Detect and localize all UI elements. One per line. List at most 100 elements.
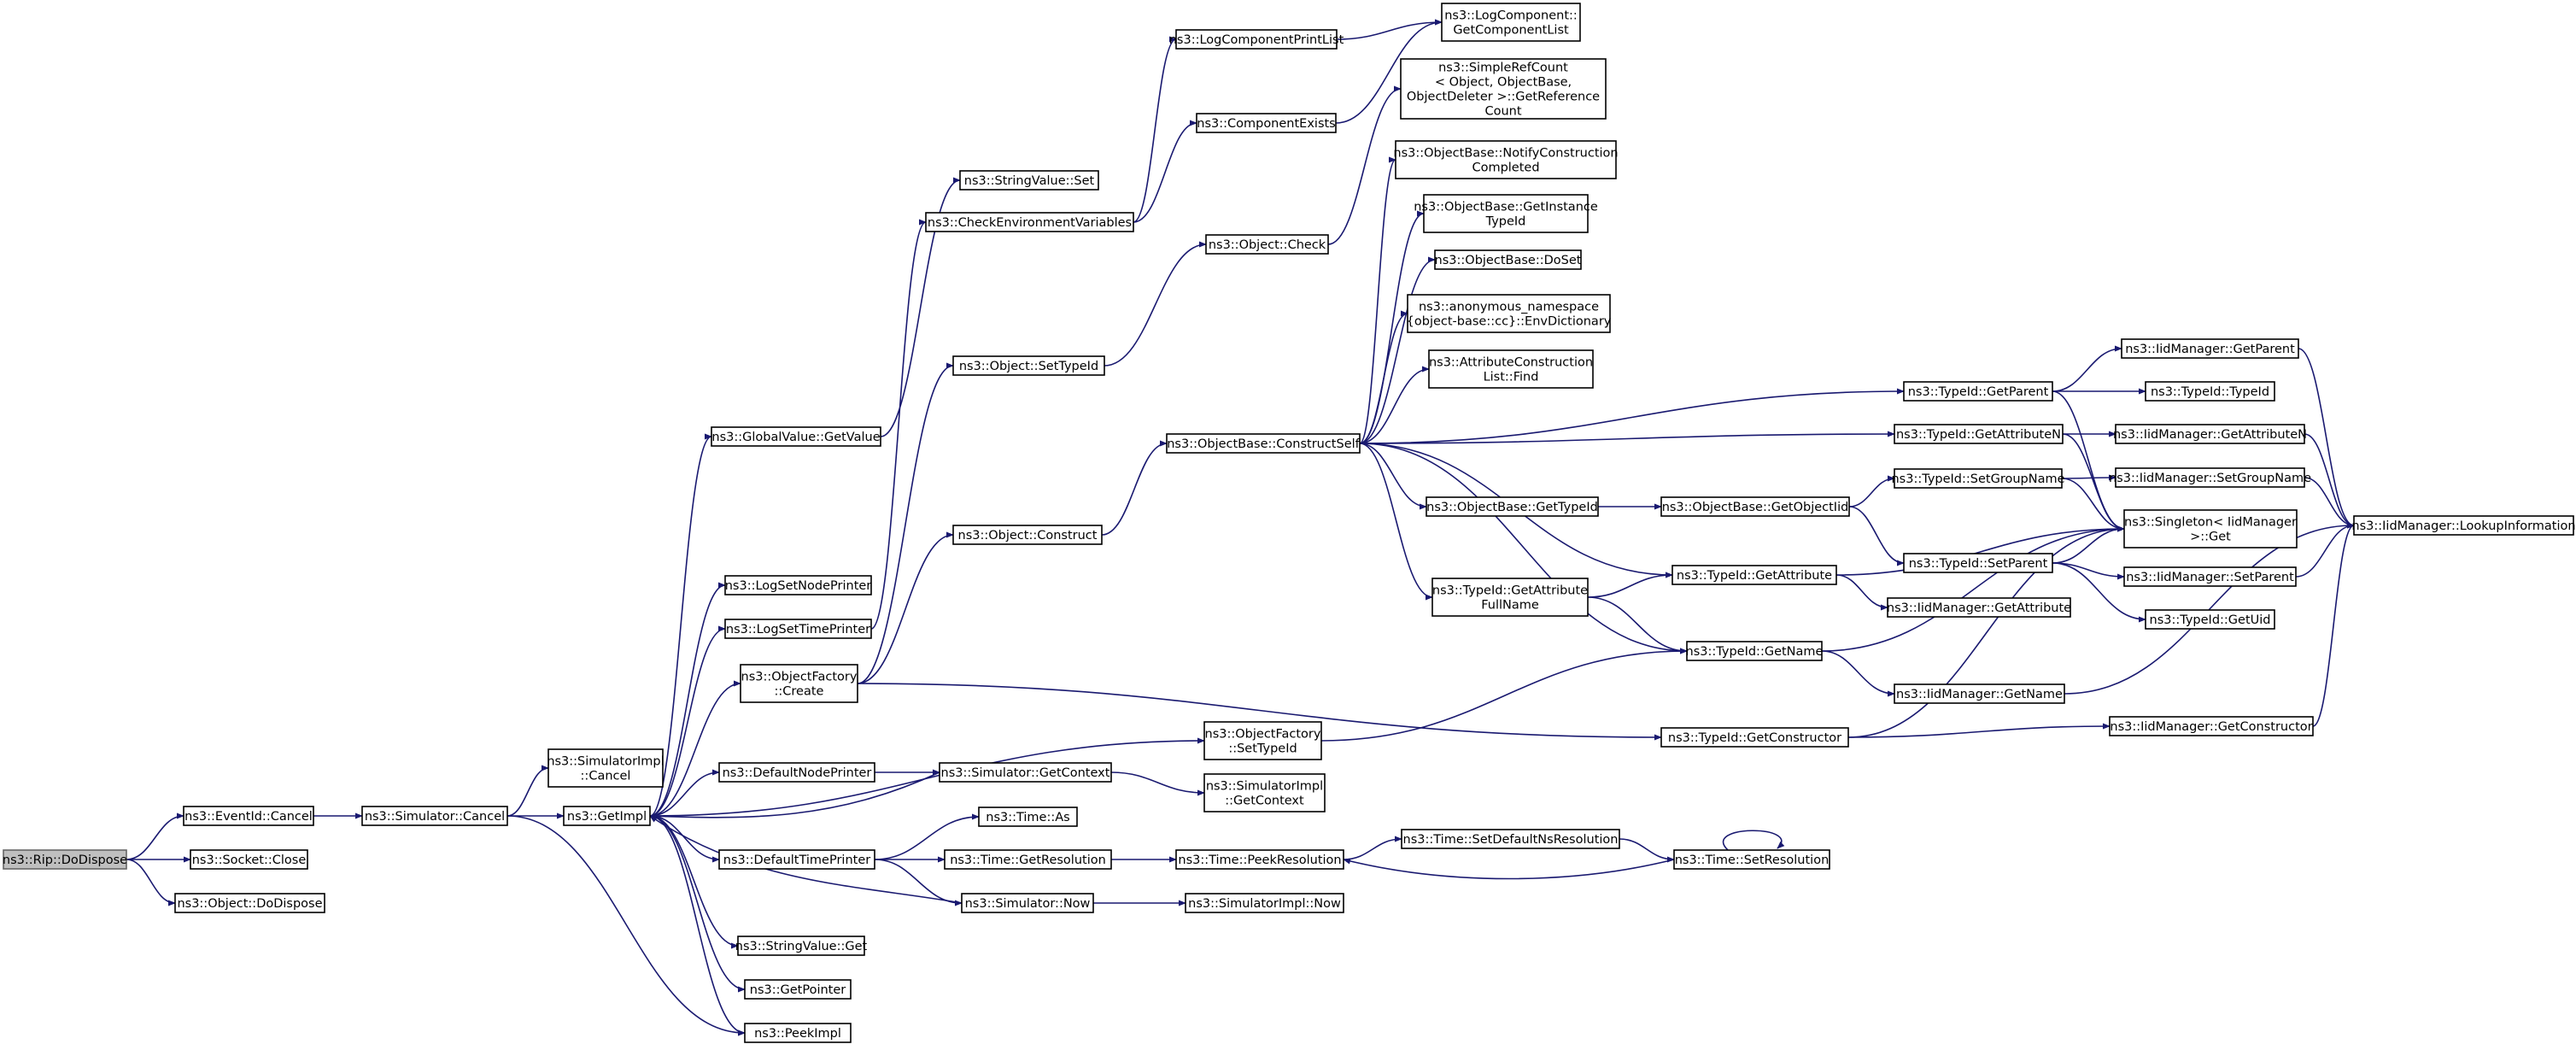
node-label-line: GetComponentList — [1453, 24, 1569, 38]
node-label-line: ns3::ObjectBase::GetObjectIid — [1662, 501, 1849, 514]
node-time-as[interactable]: ns3::Time::As — [978, 807, 1078, 827]
node-stringvalue-get[interactable]: ns3::StringValue::Get — [735, 936, 868, 956]
node-box — [2145, 381, 2275, 402]
node-label-line: ns3::Object::Check — [1209, 238, 1326, 252]
edge-globalvalue-getvalue-to-stringvalue-set — [880, 177, 961, 437]
node-box — [2109, 716, 2314, 736]
node-logcomponent-getcomponentlist[interactable]: ns3::LogComponent::GetComponentList — [1441, 3, 1581, 42]
node-label-line: ns3::StringValue::Set — [964, 174, 1095, 188]
node-box — [2123, 509, 2298, 548]
edge-iidmanager-setgroupname-to-iidmanager-lookupinformation — [2304, 477, 2355, 529]
node-stringvalue-set[interactable]: ns3::StringValue::Set — [959, 170, 1099, 191]
node-label-line: ns3::TypeId::GetAttribute — [1677, 569, 1832, 583]
node-logcomponentprintlist[interactable]: ns3::LogComponentPrintList — [1169, 29, 1344, 50]
node-iidmanager-getparent[interactable]: ns3::IidManager::GetParent — [2121, 338, 2299, 359]
node-object-settypeid[interactable]: ns3::Object::SetTypeId — [952, 355, 1105, 376]
node-simimpl-cancel[interactable]: ns3::SimulatorImpl::Cancel — [547, 748, 664, 788]
node-object-check[interactable]: ns3::Object::Check — [1205, 234, 1329, 255]
node-simulator-now[interactable]: ns3::Simulator::Now — [961, 893, 1094, 913]
node-globalvalue-getvalue[interactable]: ns3::GlobalValue::GetValue — [711, 426, 881, 447]
node-sim-getcontext[interactable]: ns3::Simulator::GetContext — [939, 762, 1112, 783]
node-getpointer[interactable]: ns3::GetPointer — [744, 979, 852, 1000]
node-peekimpl[interactable]: ns3::PeekImpl — [744, 1023, 852, 1043]
node-anon-envdictionary[interactable]: ns3::anonymous_namespace{object-base::cc… — [1407, 294, 1612, 333]
node-objectfactory-settypeid[interactable]: ns3::ObjectFactory::SetTypeId — [1203, 721, 1322, 760]
node-box — [1400, 58, 1607, 120]
node-typeid-getattribute[interactable]: ns3::TypeId::GetAttribute — [1671, 565, 1837, 585]
node-label-line: ns3::TypeId::GetParent — [1908, 385, 2049, 399]
node-typeid-getparent[interactable]: ns3::TypeId::GetParent — [1903, 381, 2053, 402]
node-singleton-get[interactable]: ns3::Singleton< IidManager>::Get — [2123, 509, 2298, 548]
node-simulator-cancel[interactable]: ns3::Simulator::Cancel — [361, 806, 508, 826]
node-box — [961, 893, 1094, 913]
node-label-line: ns3::CheckEnvironmentVariables — [928, 216, 1132, 230]
node-logsettimeprinter[interactable]: ns3::LogSetTimePrinter — [724, 619, 872, 639]
edge-time-setresolution-to-time-peekresolution — [1343, 858, 1675, 880]
node-label-line: ns3::Object::DoDispose — [177, 897, 322, 911]
node-box — [1175, 849, 1344, 870]
node-typeid-typeid[interactable]: ns3::TypeId::TypeId — [2145, 381, 2275, 402]
node-simimpl-getcontext[interactable]: ns3::SimulatorImpl::GetContext — [1203, 773, 1326, 812]
node-socket-close[interactable]: ns3::Socket::Close — [190, 849, 308, 870]
node-typeid-getuid[interactable]: ns3::TypeId::GetUid — [2145, 609, 2275, 630]
node-objectbase-constructself[interactable]: ns3::ObjectBase::ConstructSelf — [1166, 433, 1361, 454]
node-defaulttimeprinter[interactable]: ns3::DefaultTimePrinter — [718, 849, 875, 870]
node-label-line: ::SetTypeId — [1228, 742, 1297, 756]
node-eventid-cancel[interactable]: ns3::EventId::Cancel — [183, 806, 314, 826]
edge-objectbase-constructself-to-objectbase-gettypeid — [1359, 443, 1427, 510]
node-checkenv[interactable]: ns3::CheckEnvironmentVariables — [925, 212, 1134, 232]
node-simimpl-now[interactable]: ns3::SimulatorImpl::Now — [1185, 893, 1344, 913]
node-label-line: ns3::IidManager::SetGroupName — [2109, 472, 2311, 485]
node-objectfactory-create[interactable]: ns3::ObjectFactory::Create — [740, 664, 858, 703]
node-time-setdefaultnsresolution[interactable]: ns3::Time::SetDefaultNsResolution — [1401, 829, 1620, 849]
node-defaultnodeprinter[interactable]: ns3::DefaultNodePrinter — [718, 762, 875, 783]
edge-objectfactory-create-to-object-settypeid — [857, 362, 954, 684]
node-label-line: ns3::Object::Construct — [958, 529, 1098, 543]
node-iidmanager-getconstructor[interactable]: ns3::IidManager::GetConstructor — [2109, 716, 2314, 736]
node-object-dodispose[interactable]: ns3::Object::DoDispose — [174, 893, 325, 913]
node-label-line: ns3::Singleton< IidManager — [2124, 516, 2297, 530]
node-box — [925, 212, 1134, 232]
node-label-line: ns3::TypeId::GetUid — [2150, 613, 2271, 627]
node-box — [1166, 433, 1361, 454]
node-iidmanager-lookupinformation[interactable]: ns3::IidManager::LookupInformation — [2351, 515, 2576, 536]
node-typeid-setgroupname[interactable]: ns3::TypeId::SetGroupName — [1891, 468, 2065, 489]
node-time-peekresolution[interactable]: ns3::Time::PeekResolution — [1175, 849, 1344, 870]
node-time-getresolution[interactable]: ns3::Time::GetResolution — [944, 849, 1112, 870]
node-label-line: ns3::IidManager::SetParent — [2126, 571, 2294, 584]
node-time-setresolution[interactable]: ns3::Time::SetResolution — [1673, 849, 1830, 870]
node-objectbase-notifyconstruction[interactable]: ns3::ObjectBase::NotifyConstructionCompl… — [1393, 140, 1619, 179]
edge-time-setresolution-to-time-setresolution — [1722, 830, 1785, 851]
node-label-line: ns3::StringValue::Get — [735, 940, 868, 953]
node-componentexists[interactable]: ns3::ComponentExists — [1196, 113, 1337, 133]
node-root[interactable]: ns3::Rip::DoDispose — [3, 849, 127, 870]
edge-getimpl-to-globalvalue-getvalue — [649, 433, 712, 817]
node-iidmanager-setparent[interactable]: ns3::IidManager::SetParent — [2123, 566, 2297, 587]
node-iidmanager-getattribute[interactable]: ns3::IidManager::GetAttribute — [1887, 597, 2071, 618]
node-objectbase-getobjectiid[interactable]: ns3::ObjectBase::GetObjectIid — [1660, 496, 1850, 517]
node-typeid-setparent[interactable]: ns3::TypeId::SetParent — [1903, 553, 2053, 573]
edge-time-peekresolution-to-time-setdefaultnsresolution — [1343, 836, 1402, 860]
node-typeid-getconstructor[interactable]: ns3::TypeId::GetConstructor — [1660, 727, 1849, 748]
node-objectbase-doset[interactable]: ns3::ObjectBase::DoSet — [1434, 249, 1582, 270]
node-typeid-getattributen[interactable]: ns3::TypeId::GetAttributeN — [1894, 424, 2064, 444]
node-iidmanager-setgroupname[interactable]: ns3::IidManager::SetGroupName — [2109, 467, 2311, 488]
node-simplerefcount[interactable]: ns3::SimpleRefCount< Object, ObjectBase,… — [1400, 58, 1607, 120]
edge-componentexists-to-logcomponent-getcomponentlist — [1335, 19, 1443, 124]
node-object-construct[interactable]: ns3::Object::Construct — [952, 525, 1103, 545]
node-getimpl[interactable]: ns3::GetImpl — [563, 806, 651, 826]
node-iidmanager-getattributen[interactable]: ns3::IidManager::GetAttributeN — [2113, 424, 2307, 444]
node-label-line: FullName — [1481, 599, 1539, 613]
node-label-line: ns3::GlobalValue::GetValue — [711, 431, 880, 444]
call-edges — [126, 19, 2355, 1036]
node-label-line: ns3::ObjectFactory — [1205, 728, 1321, 742]
node-logsetnodeprinter[interactable]: ns3::LogSetNodePrinter — [724, 575, 872, 595]
node-objectbase-gettypeid[interactable]: ns3::ObjectBase::GetTypeId — [1426, 496, 1599, 517]
node-typeid-getname[interactable]: ns3::TypeId::GetName — [1686, 641, 1824, 661]
node-label-line: ns3::LogComponentPrintList — [1169, 33, 1344, 47]
node-iidmanager-getname[interactable]: ns3::IidManager::GetName — [1894, 683, 2065, 704]
edge-object-construct-to-objectbase-constructself — [1101, 440, 1168, 536]
